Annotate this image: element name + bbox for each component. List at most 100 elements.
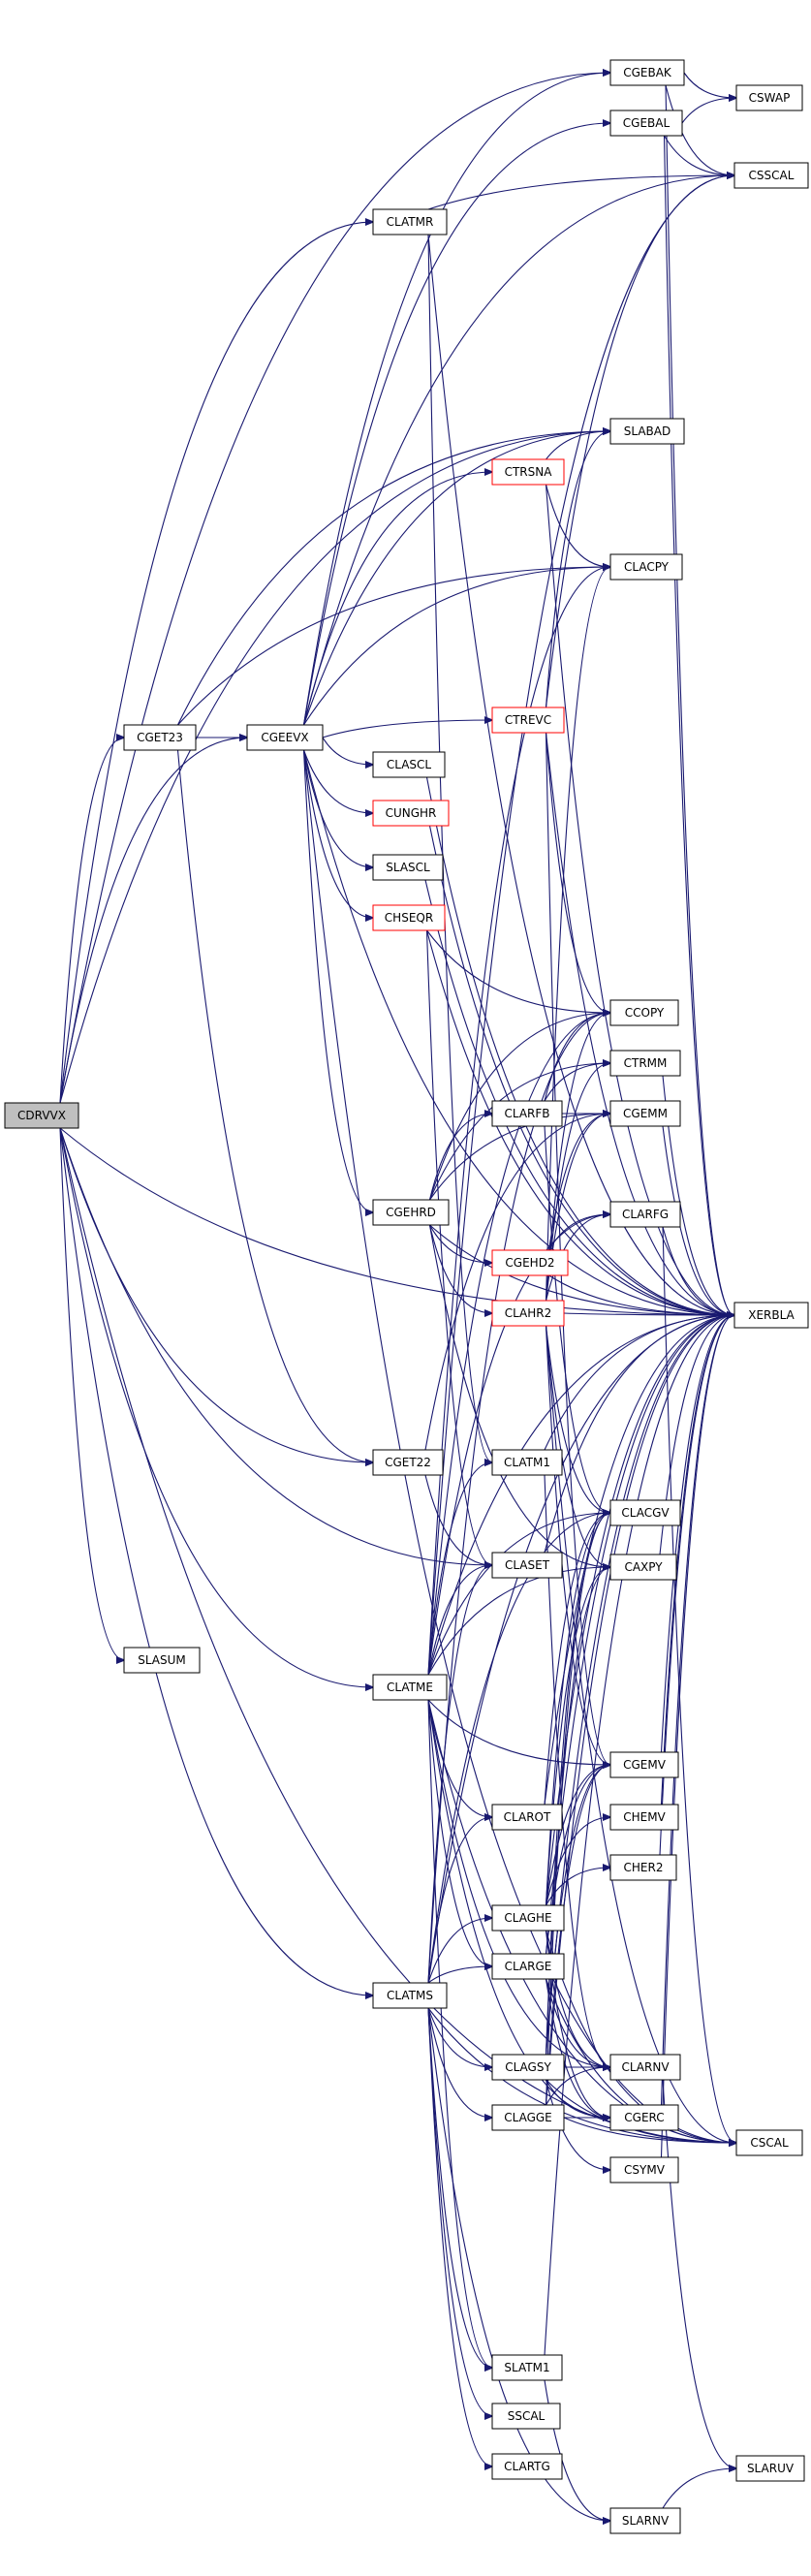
- node-cswap[interactable]: CSWAP: [735, 84, 803, 111]
- node-label: CDRVVX: [17, 1109, 66, 1122]
- edge-cgemv-to-xerbla: [660, 1315, 735, 1753]
- node-box: [609, 1751, 679, 1778]
- node-box: [609, 999, 679, 1026]
- node-clatms[interactable]: CLATMS: [372, 1982, 448, 2009]
- node-box: [123, 724, 197, 751]
- node-clahr2[interactable]: CLAHR2: [491, 1300, 565, 1327]
- node-slaruv[interactable]: SLARUV: [735, 2455, 805, 2482]
- node-ctrsna[interactable]: CTRSNA: [491, 458, 565, 486]
- node-label: CLARGE: [505, 1960, 552, 1973]
- node-box: [372, 1449, 444, 1476]
- node-clacpy[interactable]: CLACPY: [609, 553, 683, 581]
- node-cgebal[interactable]: CGEBAL: [609, 110, 683, 137]
- node-caxpy[interactable]: CAXPY: [609, 1554, 677, 1581]
- node-clagge[interactable]: CLAGGE: [491, 2104, 565, 2131]
- node-cdrvvx[interactable]: CDRVVX: [4, 1102, 79, 1129]
- edge-clatms-to-clarge: [427, 1966, 492, 1984]
- node-cgemm[interactable]: CGEMM: [609, 1100, 681, 1127]
- node-cgehrd[interactable]: CGEHRD: [372, 1199, 450, 1226]
- node-box: [609, 2104, 679, 2131]
- node-clascl[interactable]: CLASCL: [372, 751, 446, 778]
- edge-clatme-to-clacpy: [427, 567, 610, 1676]
- node-label: CLACPY: [624, 560, 670, 574]
- node-claset[interactable]: CLASET: [491, 1552, 563, 1579]
- edge-clatms-to-clagsy: [427, 2007, 492, 2067]
- node-box: [609, 1201, 681, 1228]
- edge-clatms-to-cscal: [427, 2007, 736, 2143]
- node-box: [491, 1904, 565, 1932]
- node-clartg[interactable]: CLARTG: [491, 2453, 563, 2480]
- node-label: CLASET: [505, 1558, 550, 1572]
- edge-cgeevx-to-xerbla: [302, 749, 735, 1315]
- node-cgebak[interactable]: CGEBAK: [609, 59, 685, 86]
- edge-chseqr-to-ccopy: [426, 929, 611, 1013]
- node-cget23[interactable]: CGET23: [123, 724, 197, 751]
- edge-clatme-to-cgemv: [427, 1699, 610, 1765]
- edge-clagsy-to-caxpy: [545, 1567, 611, 2056]
- edge-clarfg-to-cscal: [662, 1226, 736, 2143]
- node-cscal[interactable]: CSCAL: [735, 2129, 803, 2156]
- node-box: [609, 110, 683, 137]
- node-slatm1[interactable]: SLATM1: [491, 2354, 563, 2381]
- edge-cgeevx-to-cunghr: [302, 749, 374, 813]
- node-clarnv[interactable]: CLARNV: [609, 2054, 681, 2081]
- node-clarot[interactable]: CLAROT: [491, 1804, 563, 1831]
- node-label: CGEHRD: [386, 1206, 436, 1219]
- edge-cdrvvx-to-clatmr: [59, 222, 373, 1104]
- node-ctrmm[interactable]: CTRMM: [609, 1050, 681, 1077]
- node-box: [372, 904, 446, 931]
- node-clatme[interactable]: CLATME: [372, 1674, 448, 1701]
- node-box: [609, 2156, 679, 2183]
- edge-clagge-to-clarnv: [546, 2067, 611, 2106]
- node-box: [491, 2054, 565, 2081]
- edge-cgebal-to-cswap: [681, 98, 736, 124]
- node-cher2[interactable]: CHER2: [609, 1854, 677, 1881]
- node-label: CSYMV: [624, 2163, 666, 2177]
- node-cgehd2[interactable]: CGEHD2: [491, 1249, 569, 1276]
- node-xerbla[interactable]: XERBLA: [733, 1302, 809, 1329]
- node-clarge[interactable]: CLARGE: [491, 1953, 565, 1980]
- node-slascl[interactable]: SLASCL: [372, 854, 444, 881]
- node-label: CGEEVX: [261, 731, 308, 744]
- edge-clarge-to-xerbla: [545, 1315, 735, 1955]
- edge-ctrsna-to-slabad: [546, 431, 611, 460]
- edge-cdrvvx-to-cget23: [59, 738, 124, 1104]
- node-chemv[interactable]: CHEMV: [609, 1804, 679, 1831]
- node-cgeevx[interactable]: CGEEVX: [246, 724, 324, 751]
- node-cget22[interactable]: CGET22: [372, 1449, 444, 1476]
- node-clarfb[interactable]: CLARFB: [491, 1100, 563, 1127]
- edge-cgeevx-to-clascl: [322, 737, 373, 765]
- node-clagsy[interactable]: CLAGSY: [491, 2054, 565, 2081]
- edge-clatms-to-claghe: [427, 1918, 492, 1984]
- edge-cdrvvx-to-clatme: [59, 1127, 373, 1687]
- node-box: [372, 854, 444, 881]
- node-cgemv[interactable]: CGEMV: [609, 1751, 679, 1778]
- node-slabad[interactable]: SLABAD: [609, 418, 685, 445]
- node-box: [609, 1854, 677, 1881]
- node-box: [491, 2403, 561, 2430]
- node-clacgv[interactable]: CLACGV: [609, 1499, 681, 1526]
- node-clatmr[interactable]: CLATMR: [372, 208, 448, 236]
- node-label: CLARFG: [622, 1208, 669, 1221]
- node-sscal[interactable]: SSCAL: [491, 2403, 561, 2430]
- edge-cgehrd-to-ccopy: [428, 1013, 611, 1201]
- node-csymv[interactable]: CSYMV: [609, 2156, 679, 2183]
- node-clarfg[interactable]: CLARFG: [609, 1201, 681, 1228]
- node-label: CGEBAK: [623, 66, 672, 79]
- node-csscal[interactable]: CSSCAL: [733, 162, 809, 189]
- node-slasum[interactable]: SLASUM: [123, 1647, 201, 1674]
- node-clatm1[interactable]: CLATM1: [491, 1449, 563, 1476]
- node-label: CLAHR2: [505, 1306, 552, 1320]
- edge-cdrvvx-to-cget22: [59, 1127, 373, 1462]
- node-cgerc[interactable]: CGERC: [609, 2104, 679, 2131]
- node-chseqr[interactable]: CHSEQR: [372, 904, 446, 931]
- node-box: [735, 2129, 803, 2156]
- node-ccopy[interactable]: CCOPY: [609, 999, 679, 1026]
- edge-cdrvvx-to-clatms: [59, 1127, 373, 1995]
- node-slarnv[interactable]: SLARNV: [609, 2507, 681, 2534]
- edge-slarnv-to-slaruv: [662, 2468, 736, 2509]
- node-ctrevc[interactable]: CTREVC: [491, 707, 565, 734]
- node-cunghr[interactable]: CUNGHR: [372, 800, 450, 827]
- node-claghe[interactable]: CLAGHE: [491, 1904, 565, 1932]
